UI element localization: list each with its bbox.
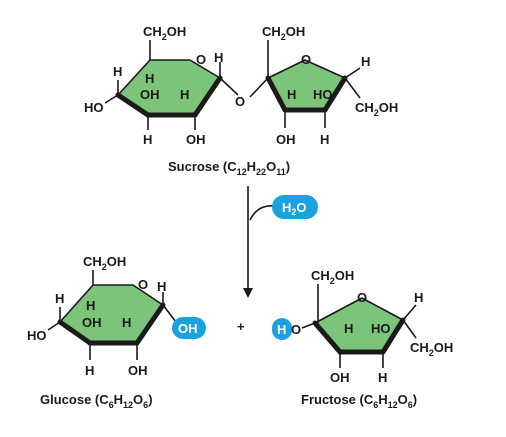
glucose-oh-inner: OH — [82, 315, 102, 330]
sucrose-h-inner2: H — [180, 87, 189, 102]
glucose-ring-o: O — [138, 277, 148, 292]
sucrose-oh-inner: OH — [140, 87, 160, 102]
sucrose-oh-bottom: OH — [186, 132, 206, 147]
water-badge — [272, 195, 318, 219]
sucrose-h-c1: H — [214, 50, 223, 65]
fructose-ch2oh-2: CH2OH — [410, 340, 453, 358]
fructose-h-right: H — [414, 290, 423, 305]
glucose-h-inner: H — [86, 298, 95, 313]
fructose-ring-o: O — [357, 290, 367, 305]
sucrose-molecule: O CH2OH H H HO H OH H H OH O O CH2OH — [84, 24, 398, 177]
sucrose-oh-bottom2: OH — [276, 132, 296, 147]
fructose-h-inner: H — [344, 321, 353, 336]
sucrose-h-inner: H — [145, 71, 154, 86]
fructose-molecule: O CH2OH H O H CH2OH H HO OH H Fructose (… — [272, 268, 453, 410]
sucrose-ch2oh-1: CH2OH — [143, 24, 186, 42]
fructose-caption: Fructose (C6H12O6) — [301, 392, 417, 410]
fructose-oh-bottom: OH — [330, 370, 350, 385]
fructose-h-highlight — [272, 318, 292, 340]
sucrose-h-c4: H — [113, 64, 122, 79]
sucrose-ch2oh-2: CH2OH — [262, 24, 305, 42]
sucrose-ho-c4: HO — [84, 100, 104, 115]
glucose-h-bottom: H — [85, 363, 94, 378]
fructose-ch2oh-1: CH2OH — [311, 268, 354, 286]
plus-sign: + — [237, 319, 245, 334]
glucose-h-c4: H — [55, 291, 64, 306]
water-label: H2O — [282, 200, 307, 217]
sucrose-ring-o2: O — [301, 52, 311, 67]
sucrose-h-bottom: H — [143, 132, 152, 147]
sucrose-ring-o1: O — [196, 52, 206, 67]
glucose-oh-bottom: OH — [128, 363, 148, 378]
fructose-o-left: O — [291, 322, 301, 337]
glucose-oh-blue: OH — [178, 321, 198, 336]
glucose-h-inner2: H — [122, 315, 131, 330]
sucrose-h-inner3: H — [287, 87, 296, 102]
reaction-arrow: H2O — [243, 186, 318, 298]
fructose-h-bottom: H — [378, 370, 387, 385]
glucose-caption: Glucose (C6H12O6) — [40, 392, 153, 410]
sucrose-h-bottom2: H — [320, 132, 329, 147]
glucose-ch2oh: CH2OH — [83, 254, 126, 272]
fructose-ho-inner: HO — [371, 321, 391, 336]
glucose-oh-highlight — [172, 317, 206, 339]
glucose-h-c1: H — [157, 279, 166, 294]
fructose-h-blue: H — [277, 322, 286, 337]
sucrose-h-right: H — [361, 54, 370, 69]
glucose-molecule: O CH2OH H OH H HO H OH H H OH Glucose (C… — [27, 254, 206, 410]
sucrose-ho-inner: HO — [313, 87, 333, 102]
glucose-ho-c4: HO — [27, 328, 47, 343]
sucrose-glycosidic-o: O — [235, 94, 245, 109]
sucrose-ch2oh-3: CH2OH — [355, 100, 398, 118]
sucrose-caption: Sucrose (C12H22O11) — [168, 159, 290, 177]
